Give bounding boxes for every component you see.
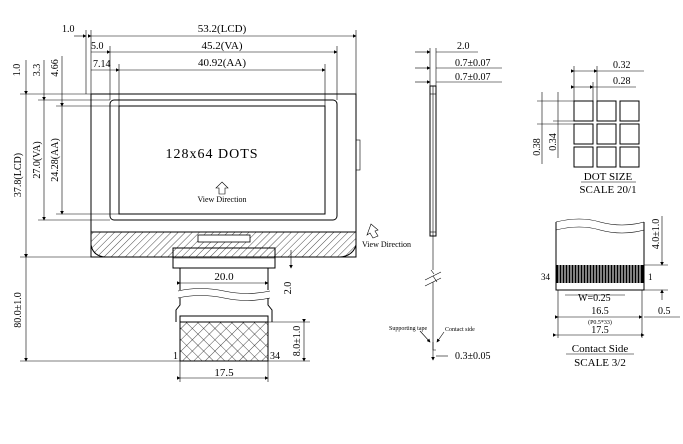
svg-text:0.7±0.07: 0.7±0.07 <box>455 72 491 83</box>
active-area <box>118 105 326 215</box>
svg-text:40.92(AA): 40.92(AA) <box>198 57 246 69</box>
dimension-width-lcd: 53.2(LCD) <box>88 23 357 94</box>
fpc-pin-1: 1 <box>173 351 178 362</box>
viewing-area <box>109 99 338 221</box>
dimension-dot-pitch-h: 0.38 <box>532 92 574 164</box>
dot-grid <box>573 100 640 168</box>
fpc-break <box>177 288 271 301</box>
dots-label: 128x64 DOTS <box>165 147 258 162</box>
view-direction-label: View Direction <box>197 195 246 204</box>
svg-text:17.5: 17.5 <box>214 367 234 379</box>
svg-text:W=0.25: W=0.25 <box>578 293 611 304</box>
svg-text:0.38: 0.38 <box>532 138 543 156</box>
svg-text:0.32: 0.32 <box>613 60 631 71</box>
svg-text:53.2(LCD): 53.2(LCD) <box>198 23 247 35</box>
contact-pin-1: 1 <box>648 272 653 282</box>
svg-text:2.0: 2.0 <box>457 41 470 52</box>
svg-text:1.0: 1.0 <box>62 24 75 35</box>
svg-text:0.7±0.07: 0.7±0.07 <box>455 58 491 69</box>
contact-side-detail: 34 1 4.0±1.0 W=0.25 16.5 (P0.5*33) 17.5 … <box>541 216 680 369</box>
front-view: 128x64 DOTS View Direction 1 34 53.2(LCD… <box>12 23 361 382</box>
view-direction-right: View Direction <box>362 223 411 249</box>
dimension-fpc-tail-width: 17.5 <box>177 361 269 382</box>
fpc-contact-area <box>179 321 269 362</box>
view-direction-arrow-icon <box>366 223 379 239</box>
svg-text:37.8(LCD): 37.8(LCD) <box>13 153 24 197</box>
svg-text:0.3±0.05: 0.3±0.05 <box>455 351 491 362</box>
svg-text:80.0±1.0: 80.0±1.0 <box>13 292 24 328</box>
dimension-height-va: 27.0(VA) <box>32 97 110 221</box>
dimension-fpc-thickness: 0.3±0.05 <box>431 342 491 362</box>
svg-text:5.0: 5.0 <box>91 41 104 52</box>
dimension-fpc-width: 20.0 <box>177 271 269 285</box>
svg-text:(P0.5*33): (P0.5*33) <box>588 319 612 326</box>
svg-text:3.3: 3.3 <box>32 64 43 77</box>
dimension-fpc-length: 80.0±1.0 <box>13 254 180 362</box>
svg-text:20.0: 20.0 <box>214 271 234 283</box>
svg-text:16.5: 16.5 <box>591 306 609 317</box>
fpc-body <box>179 268 269 290</box>
hatched-ledge <box>90 231 357 258</box>
dimension-dot-w: 0.28 <box>571 76 636 101</box>
dimension-fpc-tail: 8.0±1.0 <box>268 319 310 362</box>
contact-side-label: Contact side <box>445 327 475 333</box>
svg-text:View Direction: View Direction <box>362 240 411 249</box>
dimension-dot-pitch-w: 0.32 <box>571 60 644 101</box>
dot-size-scale: SCALE 20/1 <box>579 184 636 196</box>
svg-text:4.0±1.0: 4.0±1.0 <box>651 219 662 250</box>
svg-text:0.34: 0.34 <box>548 133 559 151</box>
dimension-fpc-offset: 2.0 <box>275 250 296 294</box>
svg-text:2.0: 2.0 <box>283 282 294 295</box>
view-direction-arrow-icon <box>215 181 229 195</box>
fpc-pin-34: 34 <box>270 351 280 362</box>
dimension-edges-left: 1.0 5.0 7.14 <box>62 24 119 94</box>
dimension-contact-length: 4.0±1.0 <box>644 216 668 300</box>
dimension-width-va: 45.2(VA) <box>107 40 338 100</box>
svg-text:8.0±1.0: 8.0±1.0 <box>292 326 303 357</box>
svg-text:0.28: 0.28 <box>613 76 631 87</box>
side-tab <box>355 139 361 171</box>
dimension-top-offsets: 1.0 3.3 4.66 <box>12 56 63 106</box>
supporting-tape-label: Supporting tape <box>389 326 427 332</box>
dimension-contact-width: 17.5 <box>553 325 645 337</box>
side-view: 2.0 0.7±0.07 0.7±0.07 Supporting tape Co… <box>389 41 502 362</box>
dot-size-detail: 0.32 0.28 0.38 0.34 DOT SIZE SCALE 20/1 <box>532 60 644 196</box>
contact-side-title: Contact Side <box>572 343 629 355</box>
dimension-height-aa: 24.28(AA) <box>50 103 119 215</box>
svg-text:24.28(AA): 24.28(AA) <box>50 138 61 182</box>
dot-size-title: DOT SIZE <box>584 171 633 183</box>
dimension-height-lcd: 37.8(LCD) <box>13 91 91 258</box>
dimension-contact-edge: 0.5 <box>644 306 680 318</box>
contact-pins <box>556 265 644 283</box>
dimension-contact-w: W=0.25 <box>565 293 625 304</box>
svg-text:17.5: 17.5 <box>591 325 609 336</box>
dimension-side-total: 2.0 <box>415 41 478 86</box>
dimension-contact-span: 16.5 (P0.5*33) <box>555 290 643 338</box>
svg-text:45.2(VA): 45.2(VA) <box>201 40 242 52</box>
svg-text:27.0(VA): 27.0(VA) <box>32 141 43 178</box>
svg-text:0.5: 0.5 <box>658 306 671 317</box>
dimension-width-aa: 40.92(AA) <box>116 57 326 106</box>
dimension-side-glass: 0.7±0.07 0.7±0.07 <box>415 58 502 84</box>
contact-side-scale: SCALE 3/2 <box>574 357 626 369</box>
dimension-dot-h: 0.34 <box>548 92 574 158</box>
svg-text:4.66: 4.66 <box>50 59 61 77</box>
svg-text:1.0: 1.0 <box>12 64 23 77</box>
ledge-window <box>197 234 251 243</box>
contact-pin-34: 34 <box>541 272 551 282</box>
svg-text:7.14: 7.14 <box>93 59 111 70</box>
